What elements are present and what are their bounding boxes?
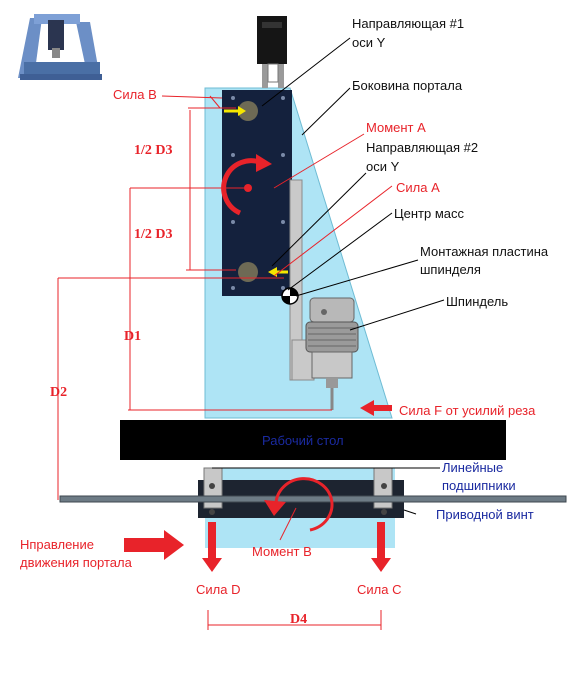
machine-thumbnail (14, 8, 106, 84)
label-bearings-line2: подшипники (442, 478, 516, 493)
center-of-mass-icon (281, 287, 299, 305)
dim-d2: D2 (50, 385, 67, 400)
label-guide-2-line2: оси Y (366, 159, 400, 174)
moment-b-arrow (264, 477, 334, 532)
force-c-arrow (371, 522, 391, 572)
label-mount-line1: Монтажная пластина (420, 244, 549, 259)
label-spindle: Шпиндель (446, 294, 508, 309)
guide-1-bearing (238, 101, 258, 121)
label-direction-line1: Нправление (20, 537, 94, 552)
dim-half-d3-top: 1/2 D3 (134, 143, 173, 158)
label-center-mass: Центр масс (394, 206, 464, 221)
drive-screw (59, 495, 567, 503)
work-table (120, 420, 506, 460)
label-guide-1-line2: оси Y (352, 35, 386, 50)
label-force-b: Сила B (113, 87, 157, 102)
label-bearings-line1: Линейные (442, 460, 503, 475)
label-moment-a: Момент A (366, 120, 426, 135)
label-force-c: Сила C (357, 582, 401, 597)
dim-d4: D4 (290, 612, 307, 627)
leader-lines (212, 37, 445, 515)
label-drive-screw: Приводной винт (436, 507, 534, 522)
dim-d1: D1 (124, 329, 141, 344)
label-guide-2-line1: Направляющая #2 (366, 140, 478, 155)
z-axis-plate (222, 90, 292, 296)
portal-direction-arrow (124, 530, 184, 560)
dimension-lines (57, 107, 382, 630)
label-portal-side: Боковина портала (352, 78, 463, 93)
label-direction-line2: движения портала (20, 555, 133, 570)
force-f-arrow (360, 400, 392, 416)
spindle-body (305, 297, 359, 410)
label-work-table: Рабочий стол (262, 433, 344, 448)
guide-2-bearing (238, 262, 258, 282)
label-force-a: Сила A (396, 180, 440, 195)
y-axis-motor (257, 16, 287, 88)
label-moment-b: Момент B (252, 544, 312, 559)
label-force-f: Сила F от усилий реза (399, 403, 536, 418)
label-guide-1-line1: Направляющая #1 (352, 16, 464, 31)
moment-a-arrow (221, 154, 272, 216)
force-d-arrow (202, 522, 222, 572)
dim-half-d3-bottom: 1/2 D3 (134, 227, 173, 242)
label-mount-line2: шпинделя (420, 262, 481, 277)
label-force-d: Сила D (196, 582, 240, 597)
